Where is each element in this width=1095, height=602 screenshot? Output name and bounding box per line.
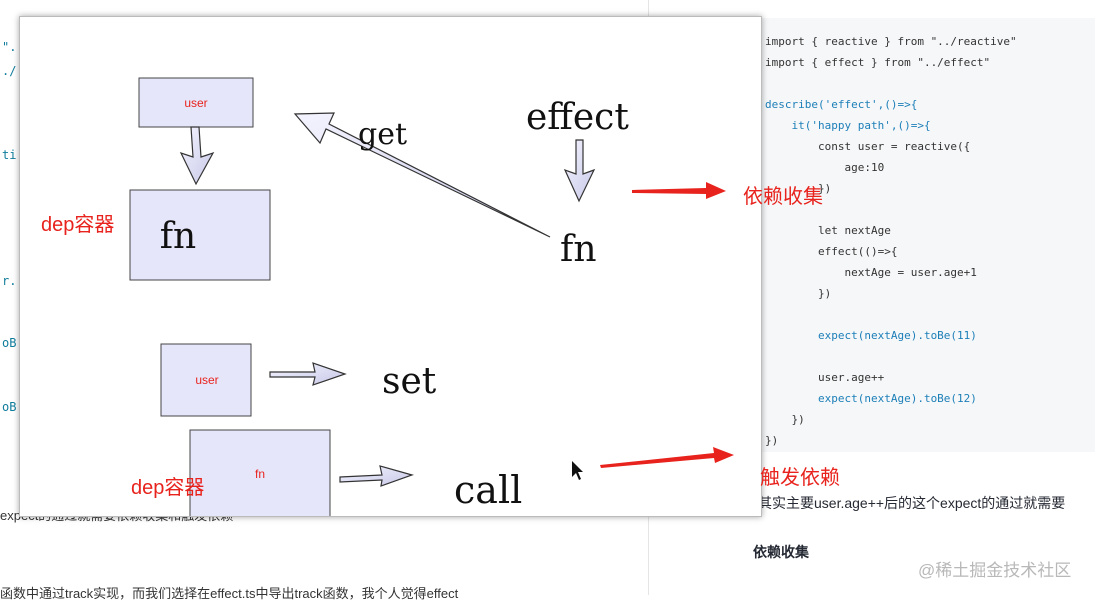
- code-line: expect(nextAge).toBe(12): [765, 392, 977, 405]
- code-fragment: r.: [2, 274, 17, 288]
- trigger-red-arrow: [600, 447, 734, 468]
- code-fragment: ./: [2, 64, 17, 78]
- code-line: nextAge = user.age+1: [765, 266, 977, 279]
- code-line: it('happy path',()=>{: [765, 119, 931, 132]
- user-box-bottom-label: user: [195, 373, 218, 387]
- set-arrow: [269, 362, 347, 386]
- call-arrow: [339, 465, 414, 487]
- user-box-bottom: user: [160, 343, 252, 417]
- user-box-top-label: user: [184, 96, 207, 110]
- fn-box-label: fn: [160, 216, 197, 257]
- set-label: set: [382, 361, 437, 402]
- code-line: }): [765, 287, 832, 300]
- code-line: const user = reactive({: [765, 140, 971, 153]
- diagram-canvas: user fn get effect fn user set: [129, 77, 629, 516]
- user-box-top: user: [138, 77, 254, 128]
- code-fragment: ".: [2, 40, 17, 54]
- get-label: get: [358, 117, 407, 152]
- mouse-cursor-icon: [572, 461, 583, 480]
- effect-down-arrow: [563, 139, 596, 203]
- code-line: }): [765, 434, 779, 447]
- code-line: import { effect } from "../effect": [765, 56, 991, 69]
- code-line: }): [765, 413, 805, 426]
- down-arrow: [179, 126, 215, 186]
- code-line: expect(nextAge).toBe(11): [765, 329, 977, 342]
- code-line: import { reactive } from "../reactive": [765, 35, 1017, 48]
- code-line: age:10: [765, 161, 885, 174]
- collect-annotation: 依赖收集: [743, 186, 823, 208]
- call-label: call: [454, 468, 522, 512]
- code-line: user.age++: [765, 371, 885, 384]
- diagram-overlay: user fn get effect fn user set: [19, 16, 762, 517]
- code-line: }): [765, 182, 832, 195]
- fn-box: fn: [129, 189, 271, 281]
- effect-label: effect: [526, 97, 629, 138]
- get-arrow: [293, 112, 551, 238]
- dep-container-label: dep容器: [41, 214, 115, 236]
- fn-small-box-label: fn: [255, 467, 265, 481]
- trigger-annotation: 触发依赖: [760, 467, 840, 489]
- fn-right-label: fn: [560, 229, 597, 270]
- fn-small-box: fn: [189, 429, 331, 516]
- code-line: effect(()=>{: [765, 245, 898, 258]
- code-fragment: ti: [2, 148, 17, 162]
- article-paragraph: 其实主要user.age++后的这个expect的通过就需要: [758, 495, 1066, 511]
- code-fragment: oB: [2, 336, 17, 350]
- code-line: let nextAge: [765, 224, 891, 237]
- code-fragment: oB: [2, 400, 17, 414]
- section-heading: 依赖收集: [753, 544, 809, 560]
- collect-red-arrow: [632, 182, 726, 199]
- dep-container-label: dep容器: [131, 477, 205, 499]
- code-line: describe('effect',()=>{: [765, 98, 918, 111]
- watermark: @稀土掘金技术社区: [918, 561, 1072, 580]
